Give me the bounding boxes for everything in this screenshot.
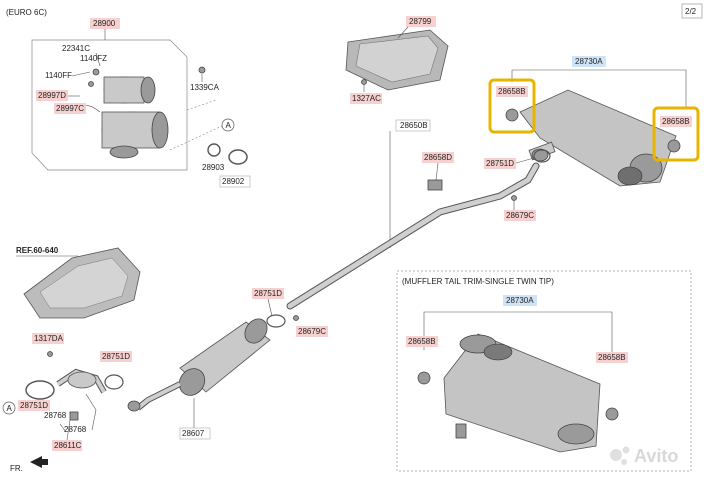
ref-marker-a: A — [226, 121, 232, 130]
front-pipe-assembly — [25, 368, 124, 431]
center-pipe — [286, 162, 540, 310]
inset-part-label-28658B-2: 28658B — [598, 353, 626, 362]
inset-frame — [396, 270, 692, 472]
part-label-28658B-1: 28658B — [498, 87, 526, 96]
part-label-28997D: 28997D — [38, 91, 66, 100]
part-label-28997C: 28997C — [56, 104, 84, 113]
inset-part-label-28658B-1: 28658B — [408, 337, 436, 346]
part-label-1339CA: 1339CA — [190, 83, 220, 92]
catalytic-converter-assembly — [69, 68, 169, 159]
watermark: Avito — [610, 446, 678, 466]
part-label-28768-2: 28768 — [64, 425, 87, 434]
part-label-1140FF: 1140FF — [45, 71, 72, 80]
clamp-icon — [228, 149, 248, 165]
rubber-hanger-icon — [505, 108, 519, 122]
part-label-28658B-2: 28658B — [662, 117, 690, 126]
part-label-28751D-3: 28751D — [102, 352, 130, 361]
heat-shield — [345, 29, 449, 91]
part-label-28730A: 28730A — [575, 57, 603, 66]
page-indicator-box — [681, 3, 703, 19]
inset-part-label-28730A: 28730A — [506, 296, 534, 305]
bolt-icon — [198, 66, 206, 74]
part-label-28679C-2: 28679C — [298, 327, 326, 336]
center-muffler — [127, 318, 271, 412]
front-heat-shield — [23, 247, 141, 319]
part-label-1317DA: 1317DA — [34, 334, 64, 343]
rubber-hanger-icon-2 — [667, 139, 681, 153]
ref-label: REF.60-640 — [16, 246, 59, 255]
highlight-box-1 — [488, 78, 536, 134]
part-label-28900: 28900 — [93, 19, 116, 28]
hanger-bracket-icon — [427, 179, 443, 191]
gasket-ring-icon — [207, 143, 221, 157]
part-label-28799: 28799 — [409, 17, 432, 26]
inset-muffler — [443, 333, 601, 453]
variant-label: (EURO 6C) — [6, 8, 47, 17]
watermark-text: Avito — [634, 446, 678, 466]
inset-hanger-icon-1 — [417, 371, 431, 385]
part-label-28768-1: 28768 — [44, 411, 67, 420]
rear-muffler — [519, 89, 677, 187]
part-label-28611C: 28611C — [54, 441, 82, 450]
part-label-28903: 28903 — [202, 163, 225, 172]
part-label-28607: 28607 — [182, 429, 205, 438]
part-label-28658D: 28658D — [424, 153, 452, 162]
page-indicator: 2/2 — [685, 7, 697, 16]
front-arrow-icon — [30, 456, 48, 468]
part-label-28751D-1: 28751D — [486, 159, 514, 168]
part-label-28902: 28902 — [222, 177, 245, 186]
part-label-28679C-1: 28679C — [506, 211, 534, 220]
ref-marker-a-2: A — [7, 404, 13, 413]
part-label-28650B: 28650B — [400, 121, 428, 130]
part-label-1327AC: 1327AC — [352, 94, 381, 103]
part-label-28751D-4: 28751D — [20, 401, 48, 410]
ref-marker-a-circle — [221, 118, 235, 132]
part-label-28751D-2: 28751D — [254, 289, 282, 298]
part-label-1140FZ: 1140FZ — [80, 54, 107, 63]
part-label-22341C: 22341C — [62, 44, 90, 53]
inset-hanger-icon-2 — [605, 407, 619, 421]
front-marker-label: FR. — [10, 464, 23, 473]
highlight-box-2 — [652, 106, 700, 162]
inset-title: (MUFFLER TAIL TRIM-SINGLE TWIN TIP) — [402, 277, 554, 286]
converter-group-frame — [31, 39, 188, 171]
